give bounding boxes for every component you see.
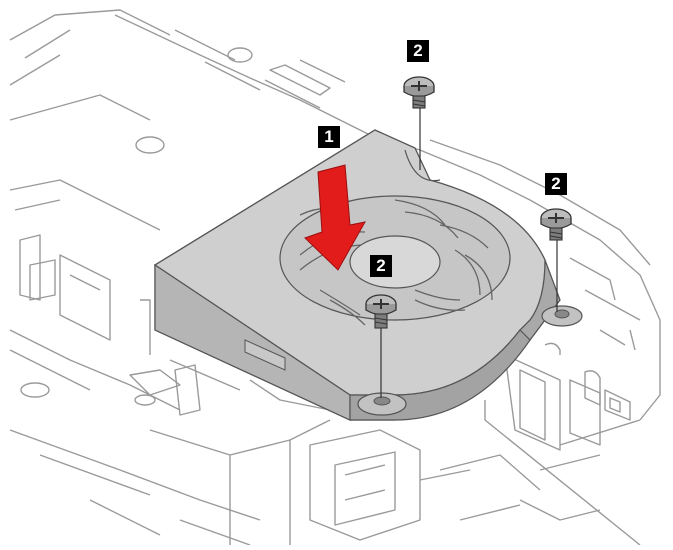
chassis-lineart <box>9 9 661 546</box>
step-2-callout: 2 <box>370 255 392 277</box>
screw-icon <box>365 294 397 329</box>
step-1-callout: 1 <box>318 126 340 148</box>
screw-icon <box>540 208 572 241</box>
screw-icon <box>403 76 435 109</box>
step-2-callout: 2 <box>545 173 567 195</box>
arrow-down-icon <box>304 164 366 271</box>
fan-icon <box>153 129 583 421</box>
screw-guide-lines <box>380 104 558 398</box>
step-2-callout: 2 <box>407 40 429 62</box>
